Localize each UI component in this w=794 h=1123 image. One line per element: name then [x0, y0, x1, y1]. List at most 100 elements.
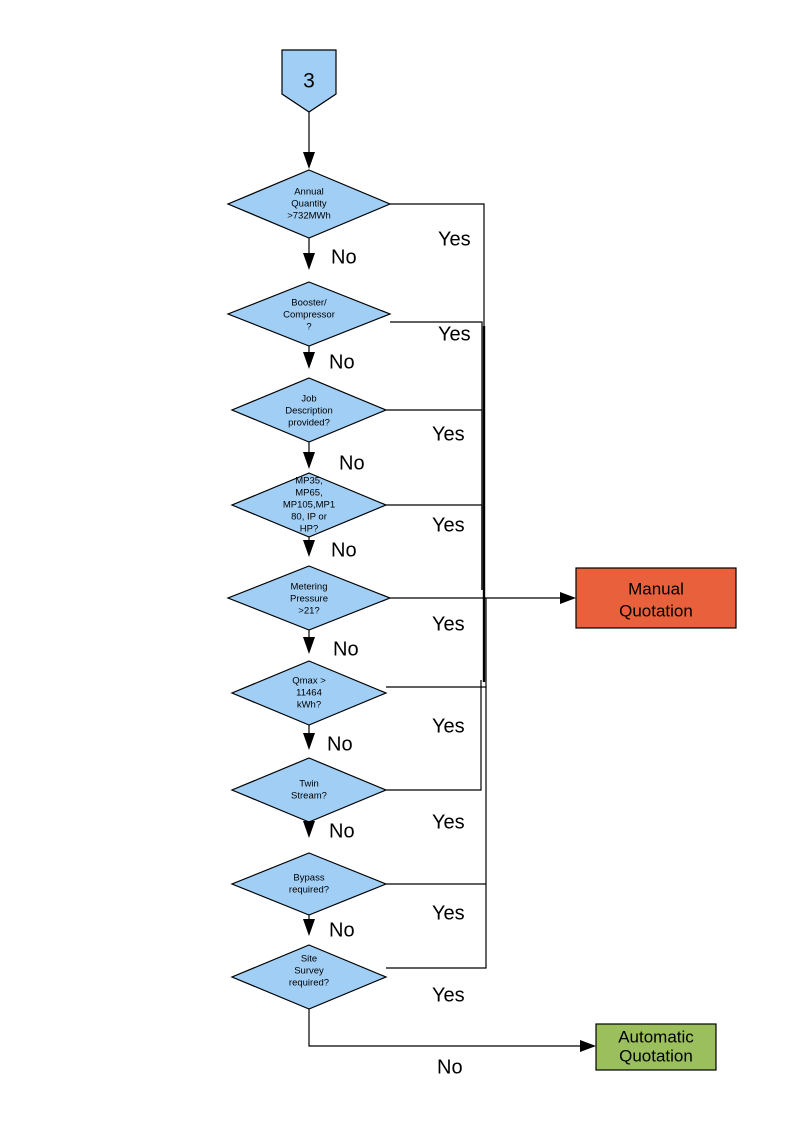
- decision-text-line: >732MWh: [287, 211, 331, 222]
- decision-text-line: >21?: [298, 606, 319, 617]
- manual-quotation-line: Manual: [628, 579, 684, 598]
- decision-job-description[interactable]: Job Description provided?: [230, 377, 388, 443]
- edge-metering-pressure-yes: Yes: [390, 597, 484, 635]
- decision-booster-compressor[interactable]: Booster/ Compressor ?: [226, 281, 392, 347]
- decision-qmax[interactable]: Qmax > 11464 kWh?: [230, 660, 388, 726]
- decision-text-line: Quantity: [291, 199, 327, 210]
- edge-entry-to-annual-quantity: [303, 112, 315, 169]
- arrow-head-icon: [580, 1040, 596, 1052]
- decision-text-line: Metering: [291, 582, 328, 593]
- edge-bypass-no: No: [303, 915, 355, 941]
- edge-line-segment: [386, 598, 487, 688]
- decision-text-line: kWh?: [297, 700, 321, 711]
- decision-text-line: 11464: [296, 688, 322, 699]
- edge-label-yes: Yes: [432, 902, 465, 924]
- edge-label-yes: Yes: [432, 423, 465, 445]
- edge-meter-type-no: No: [303, 537, 357, 561]
- edge-line-segment: [386, 884, 487, 969]
- automatic-quotation-box: [595, 1023, 717, 1071]
- arrow-head-icon: [303, 540, 315, 557]
- decision-text-line: provided?: [288, 418, 330, 429]
- edge-label-no: No: [327, 733, 353, 755]
- edge-meter-type-yes: Yes: [386, 504, 483, 590]
- decision-text-line: Twin: [299, 779, 319, 790]
- edge-job-description-yes: Yes: [386, 409, 483, 590]
- decision-text-line: Job: [301, 394, 316, 405]
- decision-site-survey[interactable]: Site Survey required?: [230, 944, 388, 1010]
- decision-bypass[interactable]: Bypass required?: [230, 852, 388, 916]
- decision-text-line: Pressure: [290, 594, 328, 605]
- entry-connector-node[interactable]: 3: [281, 49, 337, 113]
- edge-twin-stream-yes: Yes: [386, 680, 482, 833]
- edge-job-description-no: No: [303, 442, 365, 474]
- arrow-head-icon: [303, 821, 315, 838]
- decision-text-line: 80, IP or: [291, 512, 327, 523]
- automatic-quotation-line: Quotation: [619, 1046, 693, 1065]
- decision-text-line: Qmax >: [292, 676, 326, 687]
- edge-label-no: No: [331, 539, 357, 561]
- decision-text-line: Survey: [294, 966, 324, 977]
- decision-text-line: Compressor: [283, 310, 335, 321]
- decision-twin-stream[interactable]: Twin Stream?: [230, 757, 388, 823]
- decision-text-line: Booster/: [291, 298, 327, 309]
- decision-text-line: required?: [289, 978, 329, 989]
- edge-label-yes: Yes: [432, 514, 465, 536]
- edge-booster-compressor-no: No: [303, 346, 355, 373]
- decision-text-line: MP65,: [295, 488, 322, 499]
- edge-line-segment: [386, 504, 483, 590]
- edge-label-yes: Yes: [432, 715, 465, 737]
- edge-label-no: No: [333, 638, 359, 660]
- arrow-head-icon: [303, 733, 315, 750]
- arrow-head-icon: [303, 452, 315, 469]
- decision-text-line: Annual: [294, 187, 324, 198]
- manual-quotation-box: [575, 567, 737, 629]
- edge-label-yes: Yes: [438, 323, 471, 345]
- decision-text-line: Site: [301, 954, 317, 965]
- edge-metering-pressure-no: No: [303, 630, 359, 660]
- edge-label-no: No: [329, 820, 355, 842]
- edge-label-yes: Yes: [438, 228, 471, 250]
- arrow-head-icon: [560, 592, 576, 604]
- arrow-head-icon: [303, 637, 315, 654]
- decision-metering-pressure[interactable]: Metering Pressure >21?: [226, 565, 392, 631]
- decision-text-line: HP?: [300, 524, 318, 535]
- edge-label-yes: Yes: [432, 613, 465, 635]
- decision-meter-type[interactable]: MP35, MP65, MP105,MP1 80, IP or HP?: [230, 472, 388, 538]
- edge-booster-compressor-yes: Yes: [390, 321, 483, 590]
- manual-quotation-line: Quotation: [619, 601, 693, 620]
- edge-label-yes: Yes: [432, 811, 465, 833]
- edge-label-no: No: [329, 919, 355, 941]
- connector-pentagon-shape: [281, 49, 337, 113]
- decision-text-line: Bypass: [293, 873, 324, 884]
- decision-text-line: required?: [289, 885, 329, 896]
- edge-site-survey-no: No: [308, 1009, 596, 1078]
- edge-qmax-no: No: [303, 725, 353, 755]
- arrow-head-icon: [303, 253, 315, 270]
- edge-label-no: No: [437, 1056, 463, 1078]
- decision-text-line: MP35,: [295, 476, 322, 487]
- edge-twin-stream-no: No: [303, 820, 355, 842]
- decision-annual-quantity[interactable]: Annual Quantity >732MWh: [226, 169, 392, 239]
- terminal-automatic-quotation[interactable]: Automatic Quotation: [595, 1023, 717, 1071]
- arrow-head-icon: [303, 919, 315, 936]
- edge-label-no: No: [339, 452, 365, 474]
- edge-line-segment: [386, 680, 482, 791]
- edge-label-no: No: [331, 246, 357, 268]
- terminal-manual-quotation[interactable]: Manual Quotation: [575, 567, 737, 629]
- decision-text-line: ?: [306, 322, 311, 333]
- decision-text-line: MP105,MP1: [283, 500, 335, 511]
- edge-site-survey-yes: Yes: [386, 884, 487, 1006]
- automatic-quotation-line: Automatic: [618, 1027, 694, 1046]
- edge-line-segment: [390, 321, 483, 590]
- connector-label: 3: [303, 70, 315, 93]
- edge-label-no: No: [329, 351, 355, 373]
- decision-text-line: Description: [285, 406, 333, 417]
- edge-trunk-to-manual-quotation: [484, 592, 576, 604]
- arrow-head-icon: [303, 152, 315, 169]
- decision-text-line: Stream?: [291, 791, 327, 802]
- edge-label-yes: Yes: [432, 984, 465, 1006]
- edge-annual-quantity-no: No: [303, 238, 357, 270]
- arrow-head-icon: [303, 352, 315, 369]
